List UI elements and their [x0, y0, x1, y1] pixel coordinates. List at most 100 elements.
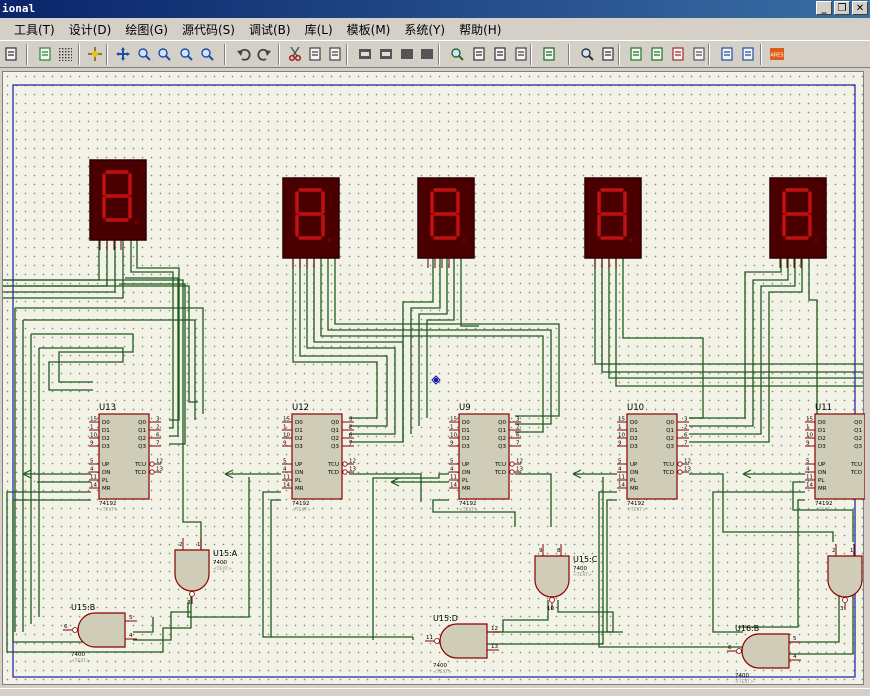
gate-body — [534, 555, 570, 598]
block-delete-button[interactable] — [418, 45, 436, 63]
zoom-in-button[interactable] — [135, 45, 153, 63]
wire — [372, 473, 449, 640]
pin-name: Q3 — [854, 444, 862, 450]
ares-button[interactable]: ARES — [768, 45, 786, 63]
menu-debug[interactable]: 调试(B) — [248, 22, 291, 37]
pin-number: 1 — [618, 425, 622, 431]
package-button[interactable] — [491, 45, 509, 63]
pin-name: TCU — [134, 462, 146, 468]
wire — [608, 258, 863, 379]
pick-device-icon — [451, 48, 464, 61]
pin-number: 2 — [832, 548, 836, 554]
gate-body — [439, 623, 488, 659]
close-button[interactable]: ✕ — [852, 1, 868, 15]
cut-icon — [289, 47, 301, 61]
inversion-bubble — [342, 469, 348, 475]
pin-number: 1 — [90, 425, 94, 431]
component-ref: U9 — [459, 403, 471, 413]
pin-name: D2 — [630, 436, 638, 442]
block-copy-button[interactable] — [356, 45, 374, 63]
refresh-button[interactable] — [36, 45, 54, 63]
menu-graph[interactable]: 绘图(G) — [125, 22, 168, 37]
wire — [426, 258, 455, 418]
pin-number: 1 — [283, 425, 287, 431]
minimize-button[interactable]: _ — [816, 1, 832, 15]
pin-number: 5 — [129, 615, 133, 621]
add-sheet-button[interactable] — [648, 45, 666, 63]
pin-name: TCD — [662, 470, 674, 476]
wire — [598, 491, 743, 648]
erc-button[interactable] — [739, 45, 757, 63]
menu-system[interactable]: 系统(Y) — [404, 22, 446, 37]
menu-library[interactable]: 库(L) — [304, 22, 333, 37]
bom-button[interactable] — [718, 45, 736, 63]
pan-icon — [116, 47, 130, 61]
cut-button[interactable] — [286, 45, 304, 63]
menu-help[interactable]: 帮助(H) — [459, 22, 502, 37]
wire — [432, 499, 516, 527]
pin-number: 6 — [728, 645, 732, 651]
pin-number: 7 — [516, 441, 520, 447]
schematic-canvas[interactable]: 88888U1315D01D110D29D35UP4DN11PL14MR3Q02… — [3, 72, 865, 686]
pin-number: 15 — [806, 417, 813, 423]
block-move-button[interactable] — [377, 45, 395, 63]
inversion-bubble — [342, 461, 348, 467]
bom-icon — [721, 47, 733, 61]
property-tool-button[interactable] — [599, 45, 617, 63]
pan-button[interactable] — [114, 45, 132, 63]
make-device-button[interactable] — [470, 45, 488, 63]
part-number: 7400 — [213, 560, 227, 566]
new-sheet-button[interactable] — [627, 45, 645, 63]
pin-number: 12 — [516, 459, 523, 465]
toolbar-separator — [346, 44, 348, 65]
wire — [3, 240, 116, 293]
paste-button[interactable] — [326, 45, 344, 63]
editing-window[interactable]: 88888U1315D01D110D29D35UP4DN11PL14MR3Q02… — [0, 68, 870, 688]
wire — [262, 491, 413, 638]
search-button[interactable] — [578, 45, 596, 63]
menu-design[interactable]: 设计(D) — [68, 22, 112, 37]
pin-name: UP — [818, 462, 826, 468]
ares-label: ARES — [770, 53, 783, 59]
junction-dot — [433, 377, 439, 383]
zoom-area-button[interactable] — [198, 45, 216, 63]
pin-name: Q1 — [666, 428, 674, 434]
undo-button[interactable] — [235, 45, 253, 63]
pin-name: DN — [818, 470, 826, 476]
text-placeholder: <TEXT> — [735, 679, 754, 685]
pick-device-button[interactable] — [448, 45, 466, 63]
pin-number: 12 — [491, 626, 498, 632]
wire — [327, 258, 552, 425]
schematic-sheet[interactable]: 88888U1315D01D110D29D35UP4DN11PL14MR3Q02… — [2, 71, 865, 686]
menu-source[interactable]: 源代码(S) — [181, 22, 235, 37]
grid-button[interactable] — [56, 45, 74, 63]
wire-autoroute-button[interactable] — [540, 45, 558, 63]
grid-icon — [59, 48, 72, 61]
zoom-all-button[interactable] — [177, 45, 195, 63]
new-doc-button[interactable] — [2, 45, 20, 63]
remove-sheet-button[interactable] — [669, 45, 687, 63]
pin-number: 3 — [187, 600, 191, 606]
pin-number: 11 — [90, 475, 97, 481]
pin-name: MR — [818, 486, 827, 492]
decimal-point — [629, 238, 633, 242]
pin-number: 6 — [156, 433, 160, 439]
menu-tools[interactable]: 工具(T) — [14, 22, 55, 37]
zoom-out-button[interactable] — [155, 45, 173, 63]
wire — [689, 258, 782, 419]
block-rotate-button[interactable] — [398, 45, 416, 63]
wire — [410, 258, 441, 434]
wire — [460, 258, 479, 327]
menu-template[interactable]: 模板(M) — [346, 22, 391, 37]
text-placeholder: <TEXT> — [815, 507, 834, 513]
origin-button[interactable] — [86, 45, 104, 63]
netlist-button[interactable] — [690, 45, 708, 63]
copy-button[interactable] — [306, 45, 324, 63]
pin-name: D3 — [630, 444, 638, 450]
search-icon — [581, 48, 594, 61]
signal-arrow — [742, 469, 752, 479]
restore-button[interactable]: ❐ — [834, 1, 850, 15]
decompose-button[interactable] — [512, 45, 530, 63]
redo-button[interactable] — [255, 45, 273, 63]
pin-number: 13 — [684, 467, 691, 473]
